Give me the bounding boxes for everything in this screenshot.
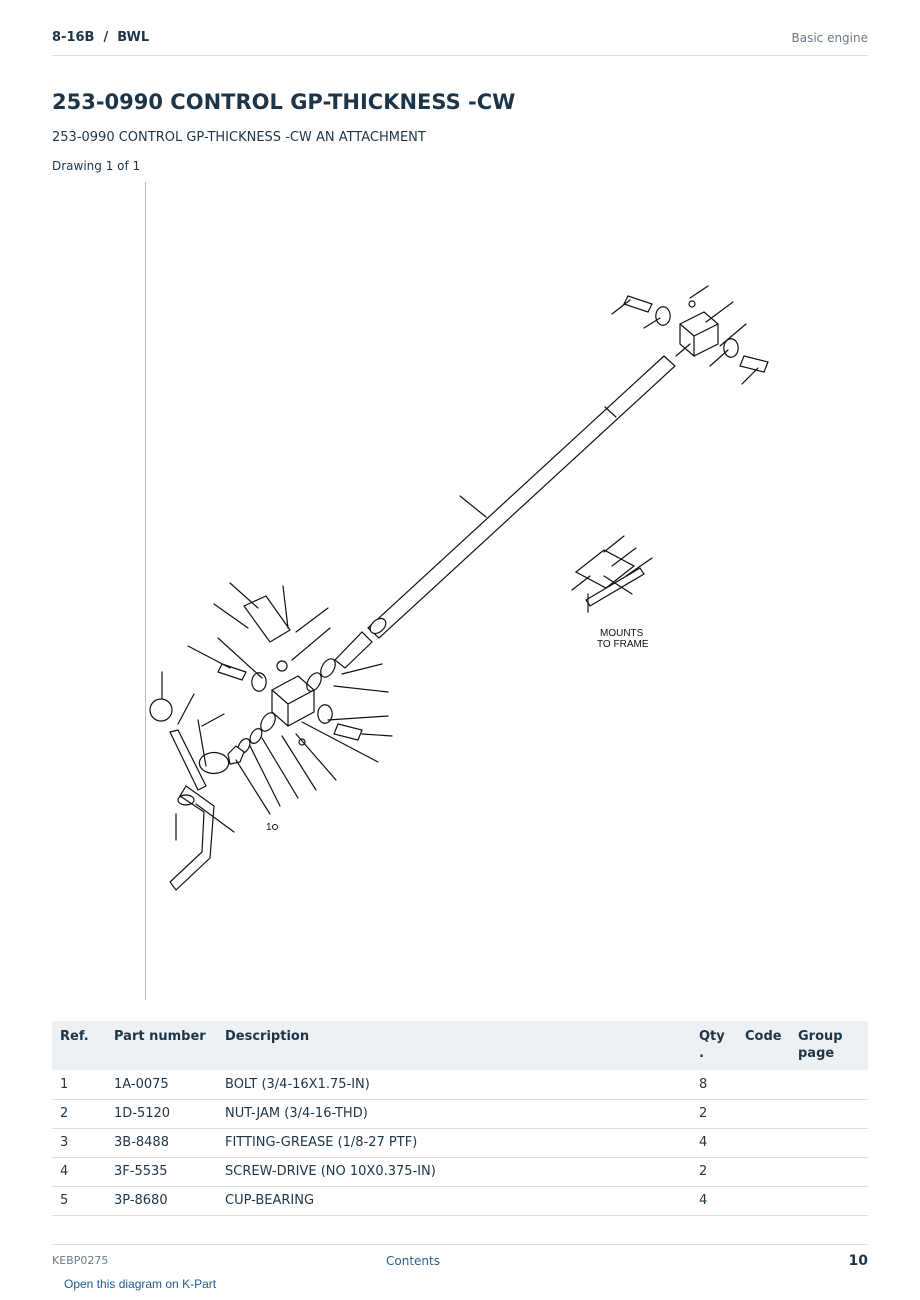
mounts-label-line2: TO FRAME bbox=[597, 639, 649, 650]
lock-plate bbox=[243, 595, 291, 643]
cell-part-number: 3F-5535 bbox=[106, 1157, 217, 1187]
top-bolt-left bbox=[623, 295, 653, 313]
cell-qty: 2 bbox=[691, 1099, 737, 1129]
parts-table: Ref. Part number Description Qty . Code … bbox=[52, 1021, 868, 1216]
page-header: 8-16B / BWL Basic engine bbox=[52, 28, 868, 56]
cell-ref: 2 bbox=[52, 1099, 106, 1129]
cell-part-number: 1A-0075 bbox=[106, 1070, 217, 1100]
cell-ref: 3 bbox=[52, 1128, 106, 1158]
ref-callout-1[interactable]: 1 bbox=[266, 822, 272, 833]
cell-qty: 4 bbox=[691, 1186, 737, 1216]
section-name: Basic engine bbox=[791, 31, 868, 45]
col-header-description: Description bbox=[217, 1021, 691, 1070]
top-bearing-left bbox=[655, 306, 671, 326]
lever-arm bbox=[169, 729, 207, 791]
cell-qty: 8 bbox=[691, 1070, 737, 1100]
table-row: 2 1D-5120 NUT-JAM (3/4-16-THD) 2 bbox=[52, 1099, 868, 1129]
breadcrumb: 8-16B / BWL bbox=[52, 30, 150, 45]
cell-description: FITTING-GREASE (1/8-27 PTF) bbox=[217, 1128, 691, 1158]
lever-knob bbox=[149, 698, 173, 722]
contents-link[interactable]: Contents bbox=[386, 1254, 440, 1268]
top-fitting bbox=[688, 300, 696, 308]
cell-part-number: 1D-5120 bbox=[106, 1099, 217, 1129]
table-header-row: Ref. Part number Description Qty . Code … bbox=[52, 1021, 868, 1070]
frame-bracket bbox=[574, 549, 636, 589]
cell-code bbox=[737, 1099, 790, 1129]
page-footer: KEBP0275 Contents 10 bbox=[52, 1244, 868, 1269]
lower-bearing-right bbox=[317, 704, 333, 724]
ring-1 bbox=[306, 672, 322, 692]
ring-3 bbox=[260, 712, 276, 732]
cell-qty: 2 bbox=[691, 1157, 737, 1187]
drawing-count: Drawing 1 of 1 bbox=[52, 159, 141, 173]
cell-code bbox=[737, 1186, 790, 1216]
page-title: 253-0990 CONTROL GP-THICKNESS -CW bbox=[52, 90, 516, 114]
frame-plate bbox=[585, 567, 645, 607]
table-row: 5 3P-8680 CUP-BEARING 4 bbox=[52, 1186, 868, 1216]
lower-bolt-right bbox=[333, 723, 363, 741]
shaft-leader bbox=[459, 495, 487, 518]
col-header-ref: Ref. bbox=[52, 1021, 106, 1070]
cell-qty: 4 bbox=[691, 1128, 737, 1158]
shaft-collar bbox=[369, 617, 387, 635]
lower-bolt-left bbox=[217, 663, 247, 681]
col-header-qty: Qty . bbox=[691, 1021, 737, 1070]
cell-group-page bbox=[790, 1186, 868, 1216]
cell-part-number: 3B-8488 bbox=[106, 1128, 217, 1158]
cell-group-page bbox=[790, 1099, 868, 1129]
cell-ref: 4 bbox=[52, 1157, 106, 1187]
ring-4 bbox=[249, 728, 263, 744]
table-row: 3 3B-8488 FITTING-GREASE (1/8-27 PTF) 4 bbox=[52, 1128, 868, 1158]
cell-description: NUT-JAM (3/4-16-THD) bbox=[217, 1099, 691, 1129]
cell-part-number: 3P-8680 bbox=[106, 1186, 217, 1216]
open-diagram-link[interactable]: Open this diagram on K-Part bbox=[64, 1277, 217, 1291]
handle bbox=[169, 785, 215, 891]
nut bbox=[227, 745, 245, 765]
cell-description: CUP-BEARING bbox=[217, 1186, 691, 1216]
lever-hub bbox=[198, 751, 230, 775]
cell-ref: 5 bbox=[52, 1186, 106, 1216]
parts-diagram[interactable]: MOUNTS TO FRAME 1 bbox=[146, 182, 868, 1000]
col-header-part-number: Part number bbox=[106, 1021, 217, 1070]
shaft bbox=[367, 355, 676, 639]
cell-description: SCREW-DRIVE (NO 10X0.375-IN) bbox=[217, 1157, 691, 1187]
ring-2 bbox=[320, 658, 336, 678]
cell-ref: 1 bbox=[52, 1070, 106, 1100]
shaft-joint bbox=[604, 406, 617, 418]
cell-group-page bbox=[790, 1070, 868, 1100]
cell-code bbox=[737, 1070, 790, 1100]
diagram-frame-line bbox=[145, 182, 146, 1000]
top-bolt-right bbox=[739, 355, 769, 373]
document-id: KEBP0275 bbox=[52, 1254, 109, 1267]
table-row: 1 1A-0075 BOLT (3/4-16X1.75-IN) 8 bbox=[52, 1070, 868, 1100]
shaft-clevis bbox=[334, 631, 373, 669]
page-number: 10 bbox=[848, 1253, 868, 1269]
cell-code bbox=[737, 1157, 790, 1187]
cell-description: BOLT (3/4-16X1.75-IN) bbox=[217, 1070, 691, 1100]
table-row: 4 3F-5535 SCREW-DRIVE (NO 10X0.375-IN) 2 bbox=[52, 1157, 868, 1187]
cell-code bbox=[737, 1128, 790, 1158]
col-header-group-page: Group page bbox=[790, 1021, 868, 1070]
col-header-code: Code bbox=[737, 1021, 790, 1070]
mounts-label-line1: MOUNTS bbox=[600, 628, 644, 639]
cell-group-page bbox=[790, 1128, 868, 1158]
page-subtitle: 253-0990 CONTROL GP-THICKNESS -CW AN ATT… bbox=[52, 130, 426, 145]
cell-group-page bbox=[790, 1157, 868, 1187]
